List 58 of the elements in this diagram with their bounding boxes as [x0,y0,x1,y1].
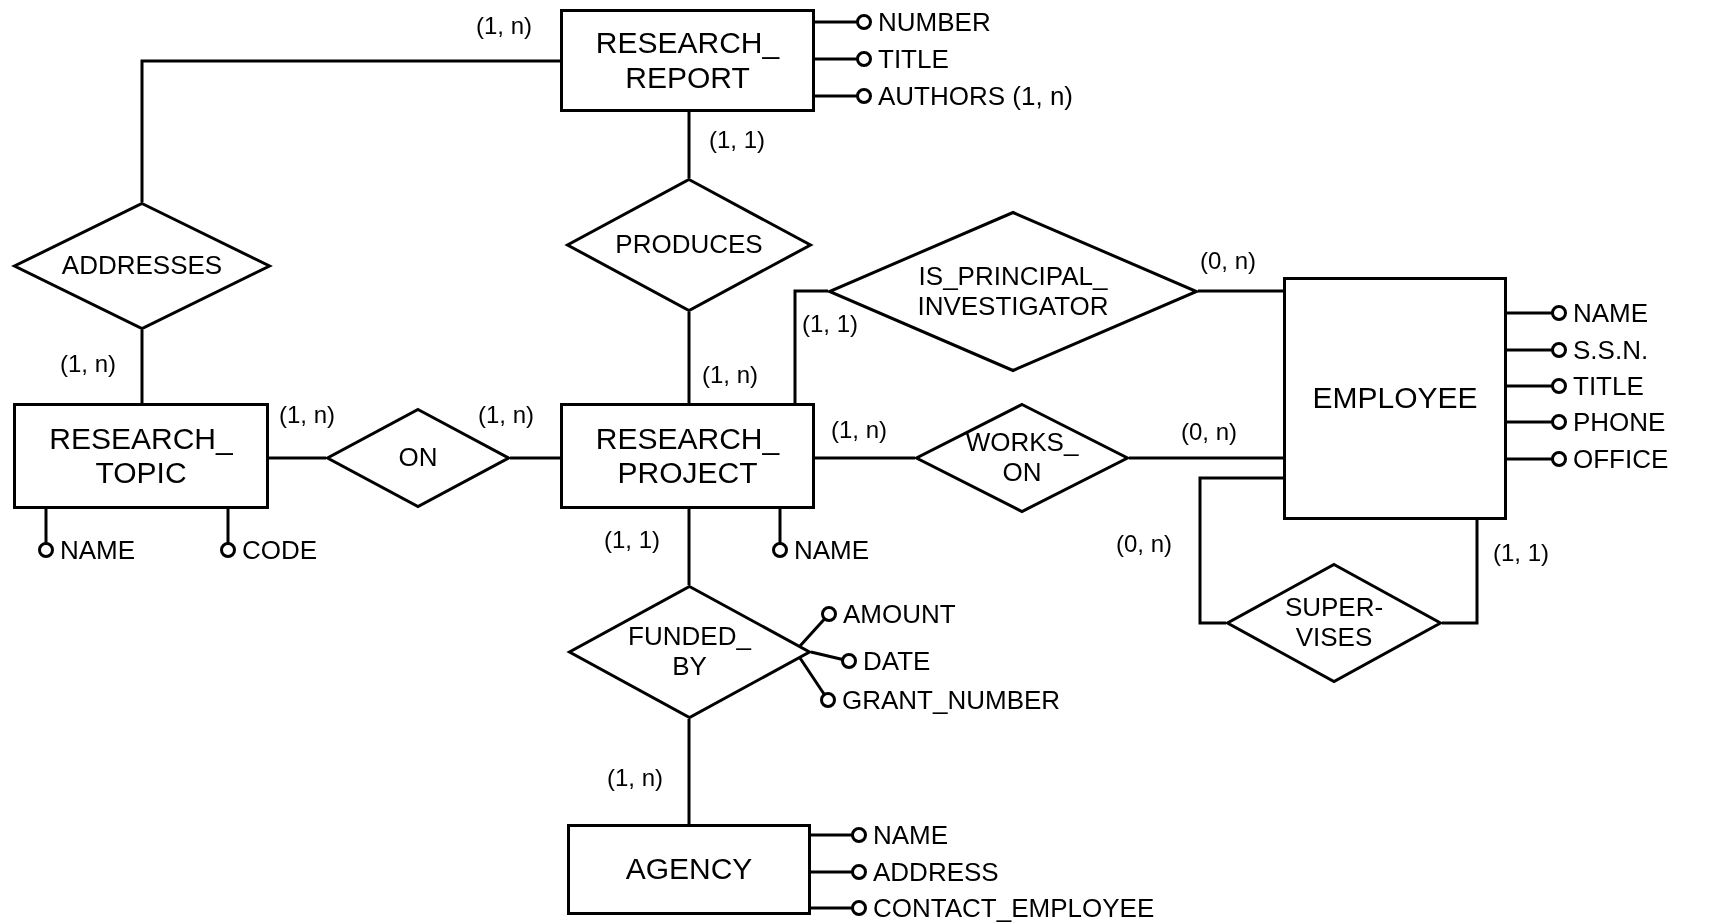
attribute-line [1507,378,1567,394]
connector-line [1198,289,1283,293]
attribute-label: NUMBER [878,7,991,37]
attribute-line [220,509,236,558]
attribute-label: AMOUNT [843,599,956,629]
connector-line [510,456,560,460]
entity-box: RESEARCH_ REPORT [560,9,815,112]
attribute-label: NAME [1573,298,1649,328]
connector-line [793,289,828,403]
attribute-label: OFFICE [1573,444,1669,474]
attribute-label: TITLE [1573,371,1644,401]
attribute-line [811,900,867,916]
entity-box: AGENCY [567,824,811,915]
connector-line [140,330,144,403]
attribute-line [798,657,836,708]
attribute-line [38,509,54,558]
attribute-label: NAME [60,535,136,565]
attribute-label: NAME [794,535,870,565]
connector-line [815,456,915,460]
relationship-diamond: WORKS_ ON [915,403,1129,513]
connector-line [687,509,691,585]
attribute-line [1507,342,1567,358]
attribute-line [798,606,837,647]
attribute-line [811,827,867,843]
attribute-line [810,650,857,669]
attribute-label: TITLE [878,44,949,74]
attribute-label: AUTHORS (1, n) [878,81,1074,111]
attribute-label: PHONE [1573,407,1666,437]
attribute-line [1507,414,1567,430]
attribute-line [815,51,872,67]
attribute-label: CODE [242,535,318,565]
attribute-line [1507,451,1567,467]
entity-box: RESEARCH_ TOPIC [13,403,269,509]
attribute-line [772,509,788,558]
connector-line [687,112,691,178]
attribute-label: ADDRESS [873,857,999,887]
relationship-diamond: FUNDED_ BY [568,585,811,719]
connector-line [1442,520,1479,625]
attribute-line [1507,305,1567,321]
attribute-line [815,88,872,104]
relationship-diamond: ADDRESSES [13,202,271,330]
relationship-diamond: SUPER- VISES [1226,563,1442,683]
connector-line [269,456,326,460]
attribute-line [811,864,867,880]
attribute-label: NAME [873,820,949,850]
attribute-line [815,14,872,30]
entity-box: RESEARCH_ PROJECT [560,403,815,509]
relationship-diamond: PRODUCES [566,178,812,312]
connector-line [1129,456,1283,460]
attribute-label: S.S.N. [1573,335,1649,365]
connector-line [140,59,560,202]
connector-line [1198,476,1283,625]
connector-line [687,719,691,824]
attribute-label: CONTACT_EMPLOYEE [873,893,1155,923]
connector-line [687,312,691,403]
attribute-label: GRANT_NUMBER [842,685,1061,715]
entity-box: EMPLOYEE [1283,277,1507,520]
attribute-label: DATE [863,646,931,676]
